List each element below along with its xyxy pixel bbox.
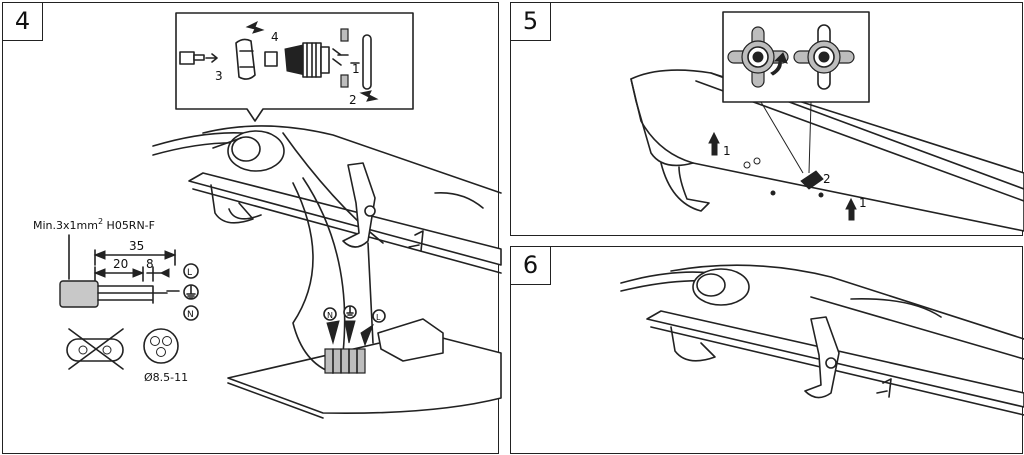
dimension-35: 35	[129, 239, 144, 253]
step-5-panel: 5 1 2 1	[510, 2, 1024, 236]
callout-2: 2	[349, 93, 357, 107]
step-4-illustration: 3 4 1 2 Min.3x1mm2 H05RN-F	[33, 12, 502, 419]
step-number: 6	[511, 247, 551, 285]
tray-with-terminal-block: N L	[227, 177, 502, 419]
cable-gland-detail: 3 4 1 2	[175, 12, 414, 122]
terminal-label-neutral: N	[187, 310, 194, 320]
step-number: 5	[511, 3, 551, 41]
callout-3: 3	[215, 69, 223, 83]
callout-1b: 1	[859, 196, 867, 210]
step-6-illustration	[620, 264, 1024, 416]
dimension-20: 20	[113, 257, 128, 271]
callout-2: 2	[823, 172, 831, 186]
round-cable-icon	[143, 328, 179, 364]
svg-text:Min.3x1mm2 H05RN-F: Min.3x1mm2 H05RN-F	[33, 217, 155, 232]
clip-detail	[722, 11, 870, 174]
step-5-illustration: 1 2 1	[630, 11, 1024, 232]
svg-text:N: N	[327, 311, 333, 320]
assembled-luminaire	[620, 264, 1024, 416]
callout-1a: 1	[723, 144, 731, 158]
cable-spec-text: Min.3x1mm	[33, 219, 98, 232]
clip-unlocked-icon	[793, 24, 855, 90]
callout-4: 4	[271, 30, 279, 44]
step-6-panel: 6	[510, 246, 1024, 454]
cable-spec-suffix: H05RN-F	[103, 219, 155, 232]
cable-diameter: Ø8.5-11	[144, 371, 188, 384]
terminal-label-live: L	[187, 268, 192, 278]
callout-1: 1	[352, 62, 360, 76]
step-4-panel: 4 3 4 1	[2, 2, 502, 454]
luminaire-housing	[152, 125, 502, 274]
cable-spec: Min.3x1mm2 H05RN-F 35 20 8 L N	[33, 217, 199, 384]
clip-locked-icon	[727, 26, 789, 88]
dimension-8: 8	[146, 257, 154, 271]
cable-spec-superscript: 2	[98, 217, 103, 226]
step-number: 4	[3, 3, 43, 41]
luminaire-underside: 1 2 1	[630, 69, 1024, 232]
svg-text:L: L	[376, 313, 381, 322]
flat-cable-not-allowed-icon	[66, 328, 124, 370]
